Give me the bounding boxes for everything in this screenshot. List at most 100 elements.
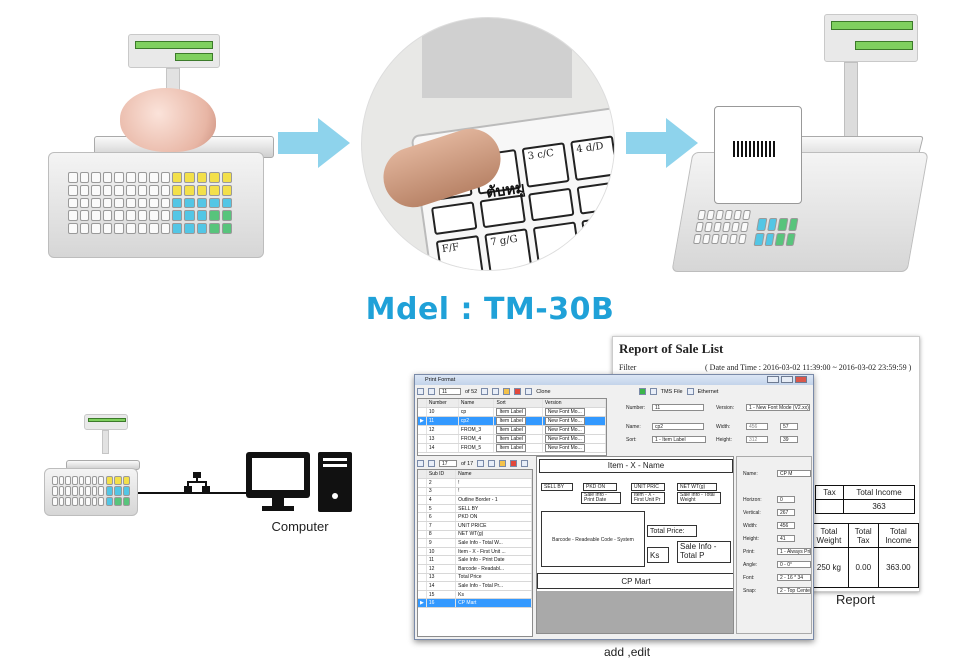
last-record-button[interactable] — [492, 388, 500, 395]
first-record-button[interactable] — [417, 388, 424, 395]
close-button[interactable] — [795, 376, 807, 383]
column-header[interactable]: Version — [542, 399, 606, 409]
barcode-field[interactable]: Barcode - Readeable Code - System — [541, 511, 645, 567]
table-row[interactable]: 3! — [418, 487, 532, 497]
table-cell[interactable]: FROM_4 — [458, 434, 495, 445]
add-item-icon[interactable] — [499, 460, 507, 467]
column-header[interactable]: Name — [458, 399, 495, 409]
cell-dropdown[interactable]: Item Label — [496, 426, 526, 434]
cell-dropdown[interactable]: New Font Mo... — [544, 435, 585, 443]
add-record-icon[interactable] — [503, 388, 511, 395]
cell-dropdown[interactable]: New Font Mo... — [544, 408, 585, 416]
minimize-button[interactable] — [767, 376, 779, 383]
table-cell[interactable]: 3 — [426, 487, 457, 497]
delete-item-icon[interactable] — [510, 460, 518, 467]
table-cell[interactable]: SELL BY — [455, 504, 532, 514]
table-cell[interactable]: ! — [455, 487, 532, 497]
prop-height-input[interactable]: 41 — [777, 535, 795, 542]
table-cell[interactable]: Item Label — [493, 425, 543, 436]
table-cell[interactable]: New Font Mo... — [542, 425, 606, 436]
delete-record-icon[interactable] — [514, 388, 522, 395]
table-cell[interactable]: PKD ON — [455, 512, 532, 523]
total-price-label[interactable]: Total Price: — [647, 525, 697, 537]
table-cell[interactable]: 12 — [426, 564, 457, 574]
prop-font-select[interactable]: 2 - 16 * 34 — [777, 574, 811, 581]
item-name-field[interactable]: Item - X - Name — [539, 459, 733, 473]
table-cell[interactable]: Item Label — [493, 443, 543, 454]
prop-print-select[interactable]: 1 - Always Pri — [777, 548, 811, 555]
table-cell[interactable]: CP Mart — [455, 598, 532, 608]
table-cell[interactable]: 9 — [426, 538, 457, 548]
prop-name-input[interactable]: CP M — [777, 470, 811, 477]
cell-dropdown[interactable]: Item Label — [496, 408, 526, 416]
currency-field[interactable]: Ks — [647, 547, 669, 563]
table-cell[interactable]: 10 — [426, 407, 459, 418]
previous-record-button[interactable] — [428, 460, 435, 467]
column-header[interactable]: Sub ID — [426, 470, 457, 480]
table-cell[interactable]: FROM_5 — [458, 443, 495, 454]
prop-angle-select[interactable]: 0 - 0° — [777, 561, 811, 568]
prop-width-input[interactable]: 456 — [777, 522, 795, 529]
first-unit-price-field[interactable]: Item - X - First Unit Pr — [631, 492, 665, 504]
clone-button[interactable]: Clone — [536, 388, 551, 395]
cell-dropdown[interactable]: Item Label — [496, 417, 526, 425]
ethernet-icon[interactable] — [686, 388, 694, 395]
table-cell[interactable]: New Font Mo... — [542, 407, 606, 418]
table-cell[interactable]: 5 — [426, 504, 457, 514]
table-cell[interactable]: Item Label — [493, 416, 543, 427]
table-cell[interactable]: New Font Mo... — [542, 443, 606, 454]
total-weight-field[interactable]: Sale Info - Total Weight — [677, 492, 721, 504]
table-cell[interactable]: cp2 — [458, 416, 495, 427]
width-input[interactable]: 456 — [746, 423, 768, 430]
table-cell[interactable]: 14 — [426, 443, 459, 454]
tms-file-button[interactable]: TMS File — [660, 388, 683, 395]
previous-record-button[interactable] — [428, 388, 435, 395]
prop-horizon-input[interactable]: 0 — [777, 496, 795, 503]
label-design-canvas[interactable]: Item - X - Name SELL BY PKD ON UNIT PRIC… — [536, 456, 734, 634]
cell-dropdown[interactable]: New Font Mo... — [544, 444, 585, 452]
save-icon[interactable] — [638, 388, 646, 395]
filter-icon[interactable] — [649, 388, 657, 395]
cell-dropdown[interactable]: Item Label — [496, 444, 526, 452]
table-cell[interactable]: Item Label — [493, 407, 543, 418]
sub-index-field[interactable]: 17 — [439, 460, 457, 467]
pkd-on-field[interactable]: PKD ON — [583, 483, 617, 491]
cell-dropdown[interactable]: New Font Mo... — [544, 417, 585, 425]
table-cell[interactable]: Item Label — [493, 434, 543, 445]
table-cell[interactable]: 11 — [426, 555, 457, 566]
height-input[interactable]: 312 — [746, 436, 768, 443]
table-cell[interactable]: 6 — [426, 512, 457, 523]
sell-by-field[interactable]: SELL BY — [541, 483, 573, 491]
clone-icon[interactable] — [525, 388, 533, 395]
maximize-button[interactable] — [781, 376, 793, 383]
net-weight-field[interactable]: NET WT(g) — [677, 483, 717, 491]
number-input[interactable]: 11 — [652, 404, 704, 411]
table-cell[interactable]: Item - X - First Unit ... — [455, 547, 532, 557]
last-record-button[interactable] — [488, 460, 496, 467]
table-cell[interactable]: Sale Info - Total W... — [455, 538, 532, 548]
table-cell[interactable]: New Font Mo... — [542, 416, 606, 427]
next-record-button[interactable] — [477, 460, 485, 467]
prop-vertical-input[interactable]: 267 — [777, 509, 795, 516]
table-cell[interactable]: 11 — [426, 416, 459, 427]
table-cell[interactable]: UNIT PRICE — [455, 521, 532, 531]
table-cell[interactable]: Ks — [455, 590, 532, 600]
table-cell[interactable]: Sale Info - Total Pr... — [455, 581, 532, 591]
table-cell[interactable]: Total Price — [455, 573, 532, 583]
first-record-button[interactable] — [417, 460, 424, 467]
table-cell[interactable]: 13 — [426, 434, 459, 445]
